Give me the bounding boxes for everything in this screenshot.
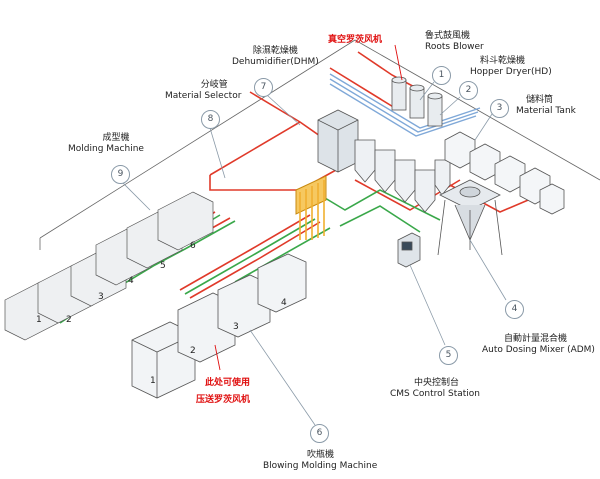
floor-outline bbox=[39, 39, 600, 250]
dehumidifier-unit bbox=[317, 109, 359, 173]
molding-num-1: 1 bbox=[36, 315, 42, 325]
blowing-num-1: 1 bbox=[150, 376, 156, 386]
material-tanks bbox=[444, 131, 565, 215]
note-pointer bbox=[214, 344, 221, 371]
callout-1: 1 bbox=[432, 66, 451, 85]
callout-2: 2 bbox=[459, 81, 478, 100]
callout-5: 5 bbox=[439, 346, 458, 365]
molding-num-5: 5 bbox=[160, 261, 166, 271]
callout-leaders bbox=[119, 81, 507, 426]
selector-en: Material Selector bbox=[165, 91, 242, 101]
roots-blower-label: 魯式鼓風機 Roots Blower bbox=[425, 31, 484, 53]
molding-num-6: 6 bbox=[190, 241, 196, 251]
roots-blower-zh: 魯式鼓風機 bbox=[425, 31, 471, 41]
material-tank-label: 儲料筒 Material Tank bbox=[516, 95, 576, 117]
cms-zh: 中央控制台 bbox=[414, 378, 460, 388]
dhm-zh: 除濕乾燥機 bbox=[252, 46, 298, 56]
callout-9: 9 bbox=[111, 165, 130, 184]
callout-3: 3 bbox=[490, 99, 509, 118]
callout-6: 6 bbox=[310, 424, 329, 443]
adm-label: 自動計量混合機 Auto Dosing Mixer (ADM) bbox=[482, 334, 595, 356]
molding-machines bbox=[4, 191, 214, 341]
material-selector bbox=[295, 175, 327, 240]
cms-label: 中央控制台 CMS Control Station bbox=[390, 378, 480, 400]
selector-label: 分岐管 Material Selector bbox=[165, 80, 241, 102]
blowing-en: Blowing Molding Machine bbox=[263, 461, 378, 471]
callout-8: 8 bbox=[201, 110, 220, 129]
blowing-machine-label: 吹瓶機 Blowing Molding Machine bbox=[263, 450, 377, 472]
hopper-zh: 料斗乾燥機 bbox=[480, 56, 526, 66]
molding-num-2: 2 bbox=[66, 315, 72, 325]
molding-machine-label: 成型機 Molding Machine bbox=[68, 133, 144, 155]
molding-en: Molding Machine bbox=[68, 144, 144, 154]
cms-en: CMS Control Station bbox=[390, 389, 481, 399]
molding-zh: 成型機 bbox=[102, 133, 130, 143]
note-line1: 此处可使用 bbox=[205, 378, 251, 388]
note-line2: 压送罗茨风机 bbox=[196, 395, 251, 405]
auto-dosing-mixer bbox=[437, 179, 503, 256]
tank-en: Material Tank bbox=[516, 106, 576, 116]
blowing-num-3: 3 bbox=[233, 322, 239, 332]
blowing-num-4: 4 bbox=[281, 298, 287, 308]
cms-control-station bbox=[397, 232, 421, 268]
blowing-num-2: 2 bbox=[190, 346, 196, 356]
callout-4: 4 bbox=[505, 300, 524, 319]
selector-zh: 分岐管 bbox=[200, 80, 228, 90]
roots-blower-units bbox=[391, 76, 443, 127]
adm-zh: 自動計量混合機 bbox=[504, 334, 568, 344]
vacuum-roots-pointer bbox=[394, 44, 403, 81]
blowing-zh: 吹瓶機 bbox=[307, 450, 335, 460]
molding-num-3: 3 bbox=[98, 292, 104, 302]
tank-zh: 儲料筒 bbox=[526, 95, 554, 105]
hopper-dryer-label: 料斗乾燥機 Hopper Dryer(HD) bbox=[470, 56, 552, 78]
roots-blower-en: Roots Blower bbox=[425, 42, 484, 52]
dhm-label: 除濕乾燥機 Dehumidifier(DHM) bbox=[232, 46, 319, 68]
dhm-en: Dehumidifier(DHM) bbox=[232, 57, 319, 67]
callout-7: 7 bbox=[254, 78, 273, 97]
blue-pipe-network bbox=[329, 73, 481, 137]
blowing-machines bbox=[131, 253, 307, 399]
hopper-en: Hopper Dryer(HD) bbox=[470, 67, 552, 77]
adm-en: Auto Dosing Mixer (ADM) bbox=[482, 345, 595, 355]
vacuum-roots-label: 真空罗茨风机 bbox=[328, 35, 383, 45]
molding-num-4: 4 bbox=[128, 276, 134, 286]
